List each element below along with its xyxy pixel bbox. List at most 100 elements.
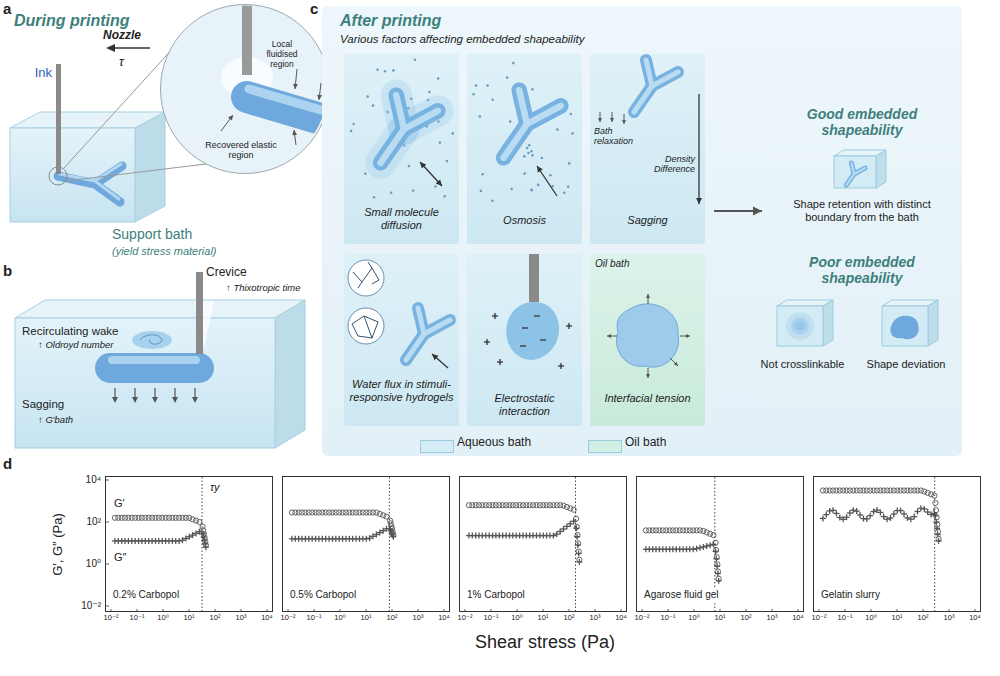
printed-filament [110, 360, 199, 368]
panel-illustration [396, 95, 404, 129]
material-label: 0.5% Carbopol [288, 589, 358, 601]
panel-illustration [622, 120, 626, 124]
panel-illustration [424, 320, 450, 334]
rheology-data [938, 538, 939, 544]
support-bath-cube [15, 300, 305, 318]
panel-illustration [472, 93, 475, 96]
rheology-data [929, 492, 934, 497]
panel-subtitle: Various factors affecting embedded shape… [340, 33, 584, 46]
rheology-data [918, 488, 923, 493]
panel-illustration [392, 69, 395, 72]
axis-tick-label: 10⁰ [511, 614, 522, 623]
factor-note: Bath relaxation [594, 126, 646, 147]
axis-tick-label: 10⁻² [458, 614, 473, 623]
factor-panel: Osmosis [467, 54, 582, 244]
series-label: G′ [114, 497, 125, 510]
panel-illustration [540, 339, 546, 340]
material-label: Agarose fluid gel [642, 589, 721, 601]
axis-tick-label: 10⁻² [635, 614, 650, 623]
rheology-data [890, 515, 891, 521]
printed-filament [110, 353, 199, 383]
legend-label: Aqueous bath [457, 436, 531, 450]
axis-tick-label: 10⁻¹ [661, 614, 676, 623]
nozzle-motion-arrow [106, 44, 150, 52]
panel-illustration [396, 95, 404, 129]
panel-illustration [408, 165, 411, 168]
panel-illustration [823, 300, 833, 346]
axis-tick-label: 10⁴ [261, 614, 273, 623]
axis-tick-label: 10⁴ [792, 614, 804, 623]
panel-illustration [491, 200, 494, 203]
panel-letter: a [3, 0, 11, 17]
panel-illustration [541, 157, 544, 160]
panel-illustration [221, 115, 233, 131]
panel-illustration [646, 374, 650, 378]
panel-illustration [418, 308, 424, 334]
sagging-arrows [132, 397, 138, 403]
printed-filament [60, 164, 121, 199]
rheology-data [826, 512, 827, 518]
rheology-data [389, 477, 390, 611]
panel-illustration [670, 358, 678, 366]
axis-tick-label: 10⁴ [438, 614, 450, 623]
axis-tick-label: 10¹ [715, 614, 726, 623]
panel-illustration [446, 160, 449, 163]
panel-illustration [777, 306, 823, 346]
panel-illustration [851, 163, 854, 174]
panel-illustration [404, 111, 438, 129]
axis-tick-label: 10² [741, 614, 752, 623]
rheology-data [381, 513, 386, 518]
panel-illustration [698, 94, 699, 204]
nozzle-motion-arrow [106, 44, 115, 52]
plot-frame: 1% Carbopol [459, 476, 627, 612]
panel-illustration [384, 70, 387, 73]
legend-label: Oil bath [625, 436, 666, 450]
sagging-arrows [174, 388, 175, 398]
panel-illustration [352, 316, 378, 338]
panel-illustration [795, 321, 805, 331]
panel-illustration [791, 317, 809, 335]
rheology-data [202, 477, 203, 611]
panel-illustration [486, 339, 487, 345]
panel-illustration [846, 174, 854, 185]
ink-label: Ink [26, 66, 52, 81]
panel-illustration [506, 302, 559, 360]
panel-illustration [420, 162, 442, 186]
axis-tick-label: 10² [918, 614, 929, 623]
rheology-data [386, 526, 387, 532]
rheology-data [374, 510, 379, 515]
panel-illustration [475, 84, 478, 87]
panel-illustration [451, 132, 454, 135]
axis-tick-label: 10⁻² [104, 614, 119, 623]
rheology-data [699, 545, 700, 551]
panel-illustration [527, 152, 530, 155]
factor-label: Interfacial tension [595, 392, 700, 405]
panel-illustration [504, 124, 527, 158]
rheology-data [568, 506, 573, 511]
panel-illustration [652, 72, 678, 86]
panel-illustration [531, 154, 534, 157]
panel-illustration [568, 162, 571, 165]
panel-illustration [396, 95, 404, 129]
panel-illustration [432, 354, 438, 360]
panel-illustration [571, 132, 574, 135]
sagging-arrows [152, 397, 158, 403]
panel-illustration [364, 172, 367, 175]
panel-illustration [607, 334, 611, 338]
axis-tick-label: 10² [564, 614, 575, 623]
factor-label: Electrostatic interaction [472, 392, 577, 417]
panel-illustration [437, 77, 440, 80]
bath-note: (yield stress material) [112, 245, 217, 258]
factor-panel: Electrostatic interaction [467, 254, 582, 426]
panel-illustration [523, 155, 526, 158]
panel-illustration [412, 189, 415, 192]
shear-symbol: τ [119, 55, 124, 70]
axis-tick-label: 10² [210, 614, 221, 623]
factor-panel: Bath relaxationDensity DifferenceSagging [590, 54, 705, 244]
panel-illustration [563, 192, 566, 195]
rheology-data [930, 512, 931, 518]
panel-illustration [443, 195, 446, 198]
printed-filament [58, 164, 122, 202]
axis-tick-label: 10⁰ [157, 614, 168, 623]
